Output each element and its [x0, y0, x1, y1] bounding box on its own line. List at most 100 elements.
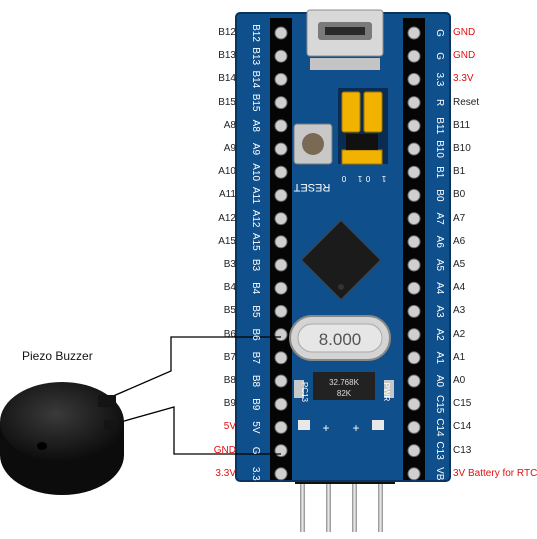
led-pads: [298, 420, 384, 430]
silk-right-label: A0: [434, 375, 445, 388]
right-pin-label: B1: [453, 166, 466, 178]
left-pin-label: 3.3V: [215, 467, 236, 479]
silk-right-label: C15: [434, 395, 445, 414]
left-pin-hole: [274, 420, 288, 434]
right-pin-hole: [407, 212, 421, 226]
silk-right-label: C13: [434, 441, 445, 460]
right-pin-hole: [407, 235, 421, 249]
left-pin-label: B7: [223, 351, 236, 363]
right-pin-hole: [407, 397, 421, 411]
left-pin-hole: [274, 281, 288, 295]
silk-right-label: A5: [434, 259, 445, 272]
left-pin-hole: [274, 351, 288, 365]
left-pin-label: B6: [223, 328, 236, 340]
right-pin-hole: [407, 72, 421, 86]
piezo-buzzer: [0, 382, 124, 495]
reset-silk-label: RESET: [293, 181, 330, 193]
silk-left-label: B14: [250, 71, 261, 89]
rtc-crystal-label: 32.768K: [329, 378, 359, 387]
left-pin-label: B5: [223, 305, 236, 317]
left-pin-label: B8: [223, 375, 236, 386]
silk-right-label: A2: [434, 328, 445, 341]
plus-sign: +: [352, 421, 359, 435]
right-pin-header: [403, 18, 425, 480]
left-pin-label: B13: [218, 50, 236, 62]
silk-left-label: 3.3: [250, 467, 261, 481]
silk-left-label: 5V: [250, 421, 261, 434]
right-pin-label: A3: [453, 305, 466, 317]
right-pin-label: A2: [453, 328, 466, 340]
right-pin-label: B0: [453, 189, 466, 201]
silk-right-label: A3: [434, 305, 445, 318]
left-pin-label: 5V: [223, 421, 236, 433]
right-pin-hole: [407, 119, 421, 133]
left-pin-hole: [274, 374, 288, 388]
right-pin-label: A6: [453, 235, 466, 247]
silk-left-label: A8: [250, 120, 261, 133]
stm32-mcu-chip: [300, 219, 382, 301]
left-pin-hole: [274, 212, 288, 226]
right-pin-label: C14: [453, 421, 472, 433]
right-pin-label: A5: [453, 259, 466, 270]
right-pin-hole: [407, 328, 421, 342]
silk-left-label: B8: [250, 375, 261, 388]
pin-holes: [274, 26, 421, 481]
left-pin-label: B3: [223, 259, 236, 270]
silk-right-label: G: [434, 52, 445, 60]
silk-left-label: A11: [250, 187, 261, 204]
left-pin-hole: [274, 397, 288, 411]
left-pin-hole: [274, 165, 288, 179]
silk-left-label: A9: [250, 143, 261, 156]
left-pin-hole: [274, 142, 288, 156]
rtc-crystal: [294, 372, 394, 400]
left-pin-label: B14: [218, 73, 236, 85]
left-pin-hole: [274, 235, 288, 249]
silk-left-label: B9: [250, 398, 261, 411]
right-pin-hole: [407, 281, 421, 295]
plus-sign: +: [322, 421, 329, 435]
right-pin-label: B11: [453, 119, 471, 131]
rtc-crystal-sublabel: 82K: [337, 389, 352, 398]
right-pin-label: C15: [453, 398, 472, 410]
buzzer-wires: [103, 336, 281, 455]
right-pin-label: A1: [453, 351, 466, 363]
left-pin-hole: [274, 467, 288, 481]
signal-wire: [103, 336, 281, 401]
silk-left-label: B12: [250, 24, 261, 42]
silk-right-label: B0: [434, 189, 445, 202]
silk-left-label: B7: [250, 352, 261, 365]
right-pin-hole: [407, 467, 421, 481]
left-pin-label: A9: [223, 143, 236, 154]
silk-left-label: A12: [250, 210, 261, 228]
right-pin-hole: [407, 142, 421, 156]
jumper-label: 1: [381, 174, 386, 183]
silk-right-label: B10: [434, 140, 445, 158]
pc13-silk-label: PC13: [300, 382, 309, 403]
silk-left-label: B5: [250, 305, 261, 318]
jumper-label: 1: [357, 174, 362, 183]
right-pin-hole: [407, 26, 421, 40]
silk-left-label: G: [250, 447, 261, 455]
left-pin-label: A10: [218, 166, 236, 178]
silk-right-label: A1: [434, 352, 445, 365]
right-pin-hole: [407, 444, 421, 458]
crystal-label: 8.000: [319, 330, 362, 349]
left-pin-label: B15: [218, 96, 236, 108]
reset-button: [293, 123, 333, 165]
right-pin-hole: [407, 351, 421, 365]
left-pin-label: B9: [223, 398, 236, 410]
right-pin-label: B10: [453, 143, 471, 154]
silk-left-label: B3: [250, 259, 261, 272]
silk-right-label: R: [434, 99, 445, 106]
left-pin-header: [270, 18, 292, 480]
left-pin-hole: [274, 188, 288, 202]
silk-left-label: B4: [250, 282, 261, 295]
left-pin-hole: [274, 328, 288, 342]
silk-right-label: B11: [434, 117, 445, 134]
silk-right-label: VB: [434, 467, 445, 481]
left-pin-hole: [274, 96, 288, 110]
silk-left-label: B13: [250, 47, 261, 65]
left-pin-hole: [274, 258, 288, 272]
ground-wire: [109, 406, 281, 455]
